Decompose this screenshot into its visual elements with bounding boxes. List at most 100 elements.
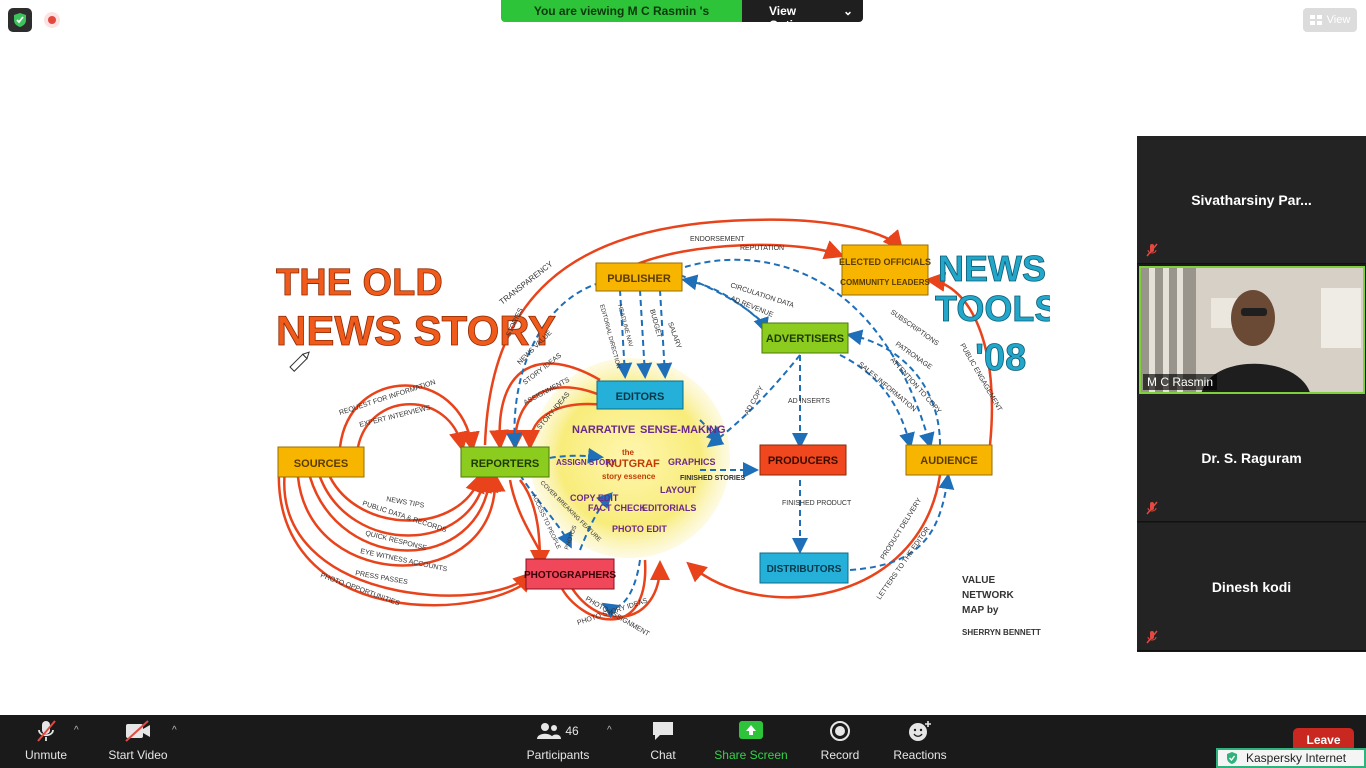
center-layout: LAYOUT <box>660 485 697 495</box>
svg-text:REPORTERS: REPORTERS <box>471 458 539 470</box>
participants-gallery: Sivatharsiny Par... M C Rasmin Dr. S. Ra… <box>1137 136 1366 652</box>
label-news-tips: NEWS TIPS <box>386 496 425 510</box>
center-nutgraf-the: the <box>622 448 635 457</box>
grid-view-icon <box>1309 15 1322 25</box>
svg-text:ADVERTISERS: ADVERTISERS <box>766 333 844 345</box>
label-letters-to-editor: LETTERS TO THE EDITOR <box>876 526 932 601</box>
chat-button[interactable]: Chat <box>646 715 680 768</box>
label-ad-inserts: AD INSERTS <box>788 398 830 405</box>
pencil-icon <box>289 351 310 372</box>
label-headline-nav: HEADLINE NAV <box>616 304 633 348</box>
credit-line3: MAP by <box>962 605 999 616</box>
title-tools-line1: NEWS <box>938 248 1046 289</box>
title-old-line1: THE OLD <box>276 262 443 304</box>
node-publisher: PUBLISHER <box>595 262 683 292</box>
unmute-button[interactable]: Unmute <box>22 715 70 768</box>
center-copy-edit: COPY EDIT <box>570 493 619 503</box>
value-network-diagram: THE OLD NEWS STORY NEWS TOOLS '08 PUBLIS… <box>276 218 1059 638</box>
credit-line4: SHERRYN BENNETT <box>962 628 1041 637</box>
participant-name: M C Rasmin <box>1143 374 1218 390</box>
reactions-button[interactable]: Reactions <box>892 715 948 768</box>
viewing-screen-text: You are viewing M C Rasmin 's screen <box>501 0 742 22</box>
svg-text:PRODUCERS: PRODUCERS <box>768 455 838 467</box>
video-options-caret-icon[interactable]: ^ <box>172 725 177 736</box>
svg-text:SOURCES: SOURCES <box>294 458 348 470</box>
security-shield-icon[interactable] <box>8 8 32 32</box>
share-screen-icon <box>739 718 763 744</box>
participants-count: 46 <box>565 724 579 738</box>
center-narrative: NARRATIVE <box>572 424 635 436</box>
start-video-button[interactable]: Start Video <box>106 715 170 768</box>
mic-muted-icon <box>35 718 57 744</box>
participant-tile[interactable]: Dr. S. Raguram <box>1137 394 1366 522</box>
label-finished: FINISHED PRODUCT <box>782 500 852 507</box>
audio-options-caret-icon[interactable]: ^ <box>74 725 79 736</box>
mic-muted-icon <box>1146 630 1158 644</box>
title-tools-line2: TOOLS <box>935 288 1050 329</box>
shared-screen-content: THE OLD NEWS STORY NEWS TOOLS '08 PUBLIS… <box>240 205 1059 685</box>
kaspersky-shield-icon <box>1227 752 1237 764</box>
kaspersky-label: Kaspersky Internet <box>1246 751 1347 765</box>
share-screen-button[interactable]: Share Screen <box>714 715 788 768</box>
node-editors: EDITORS <box>596 380 684 410</box>
unmute-label: Unmute <box>24 748 68 762</box>
participants-icon <box>537 723 562 739</box>
participants-label: Participants <box>526 748 590 762</box>
svg-text:COMMUNITY LEADERS: COMMUNITY LEADERS <box>840 278 930 287</box>
svg-text:DISTRIBUTORS: DISTRIBUTORS <box>767 564 842 575</box>
svg-text:PUBLISHER: PUBLISHER <box>607 273 671 285</box>
view-button-label: View <box>1326 14 1351 26</box>
node-advertisers: ADVERTISERS <box>761 322 849 354</box>
participant-tile[interactable]: Dinesh kodi <box>1137 523 1366 651</box>
participant-name: Dinesh kodi <box>1211 579 1292 595</box>
participant-name: Sivatharsiny Par... <box>1191 192 1312 208</box>
active-speaker-video[interactable]: M C Rasmin <box>1139 266 1365 394</box>
recording-indicator-icon <box>44 12 60 28</box>
reactions-smiley-icon <box>908 718 932 744</box>
title-old-line2: NEWS STORY <box>276 307 556 354</box>
record-button[interactable]: Record <box>818 715 862 768</box>
participants-caret-icon[interactable]: ^ <box>607 725 612 736</box>
node-reporters: REPORTERS <box>460 446 550 478</box>
svg-text:AUDIENCE: AUDIENCE <box>920 455 977 467</box>
center-finished-stories: FINISHED STORIES <box>680 475 746 482</box>
screen-share-banner: You are viewing M C Rasmin 's screen Vie… <box>501 0 863 22</box>
leave-label: Leave <box>1306 733 1341 747</box>
participants-button[interactable]: 46 Participants <box>526 715 590 768</box>
center-story-essence: story essence <box>602 472 656 481</box>
node-producers: PRODUCERS <box>759 444 847 476</box>
mic-muted-icon <box>1146 243 1158 257</box>
chat-icon <box>651 718 675 744</box>
label-reputation: REPUTATION <box>740 245 784 252</box>
view-options-button[interactable]: View Options ⌄ <box>742 0 863 22</box>
start-video-label: Start Video <box>108 748 168 762</box>
center-photo-edit: PHOTO EDIT <box>612 524 667 534</box>
node-distributors: DISTRIBUTORS <box>759 552 849 584</box>
video-feed-image <box>1141 268 1363 392</box>
svg-text:PHOTOGRAPHERS: PHOTOGRAPHERS <box>524 570 616 581</box>
reactions-label: Reactions <box>893 748 947 762</box>
center-assign-story: ASSIGN STORY <box>556 458 617 467</box>
center-editorials: EDITORIALS <box>642 503 696 513</box>
node-elected-officials: ELECTED OFFICIALS COMMUNITY LEADERS <box>839 244 931 296</box>
node-sources: SOURCES <box>277 446 365 478</box>
mic-muted-icon <box>1146 501 1158 515</box>
meeting-toolbar: Unmute ^ Start Video ^ 46 Participants ^… <box>0 715 1366 768</box>
video-off-icon <box>124 718 152 744</box>
label-press-passes: PRESS PASSES <box>355 570 409 586</box>
view-button[interactable]: View <box>1303 8 1357 32</box>
center-fact-check: FACT CHECK <box>588 503 646 513</box>
credit-line1: VALUE <box>962 575 995 586</box>
chat-label: Chat <box>650 748 676 762</box>
label-expert-interviews: EXPERT INTERVIEWS <box>359 404 432 429</box>
record-icon <box>829 718 851 744</box>
view-options-label: View Options <box>769 4 814 22</box>
svg-text:ELECTED OFFICIALS: ELECTED OFFICIALS <box>839 257 931 267</box>
label-endorsement: ENDORSEMENT <box>690 236 745 243</box>
node-photographers: PHOTOGRAPHERS <box>524 558 616 590</box>
kaspersky-notification[interactable]: Kaspersky Internet <box>1216 748 1366 768</box>
node-audience: AUDIENCE <box>905 444 993 476</box>
center-sense-making: SENSE-MAKING <box>640 424 726 436</box>
participant-tile[interactable]: Sivatharsiny Par... <box>1137 136 1366 264</box>
label-ad-copy: AD COPY <box>744 385 766 416</box>
